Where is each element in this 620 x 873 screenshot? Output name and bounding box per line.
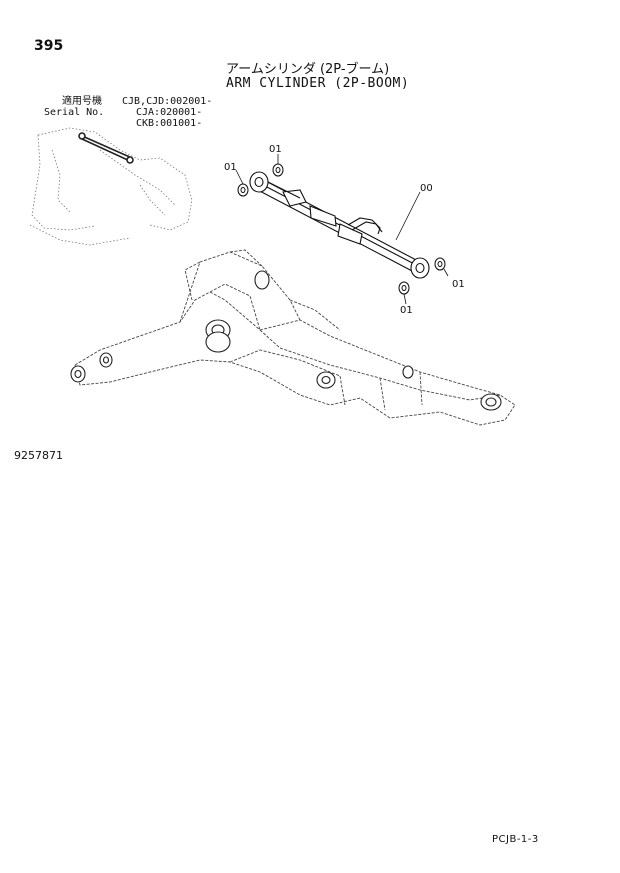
page-number: 395	[34, 38, 64, 54]
callout-1: 01	[224, 162, 237, 173]
page-title-japanese: アームシリンダ (2P-ブーム)	[226, 62, 390, 77]
serial-range-cja: CJA:020001-	[136, 107, 203, 118]
boom-assembly	[74, 249, 516, 426]
callout-2: 01	[269, 144, 282, 155]
footer-page-code: PCJB-1-3	[492, 834, 539, 845]
arm-cylinder	[249, 171, 430, 279]
drawing-number: 9257871	[14, 449, 63, 462]
serial-label: Serial No.	[44, 107, 105, 118]
serial-range-cjb-cjd: CJB,CJD:002001-	[122, 96, 213, 107]
callout-4: 01	[400, 305, 413, 316]
page-title: ARM CYLINDER (2P-BOOM)	[226, 76, 410, 91]
boom-pins	[70, 270, 502, 411]
serial-label-japanese: 適用号機	[62, 96, 102, 107]
key-view-highlight-cylinder	[78, 132, 134, 164]
callout-5: 01	[452, 279, 465, 290]
bushing-parts	[237, 163, 446, 295]
key-view-machine-outline	[29, 127, 193, 246]
serial-range-ckb: CKB:001001-	[136, 118, 203, 129]
callout-3: 00	[420, 183, 433, 194]
leader-lines	[235, 154, 449, 305]
